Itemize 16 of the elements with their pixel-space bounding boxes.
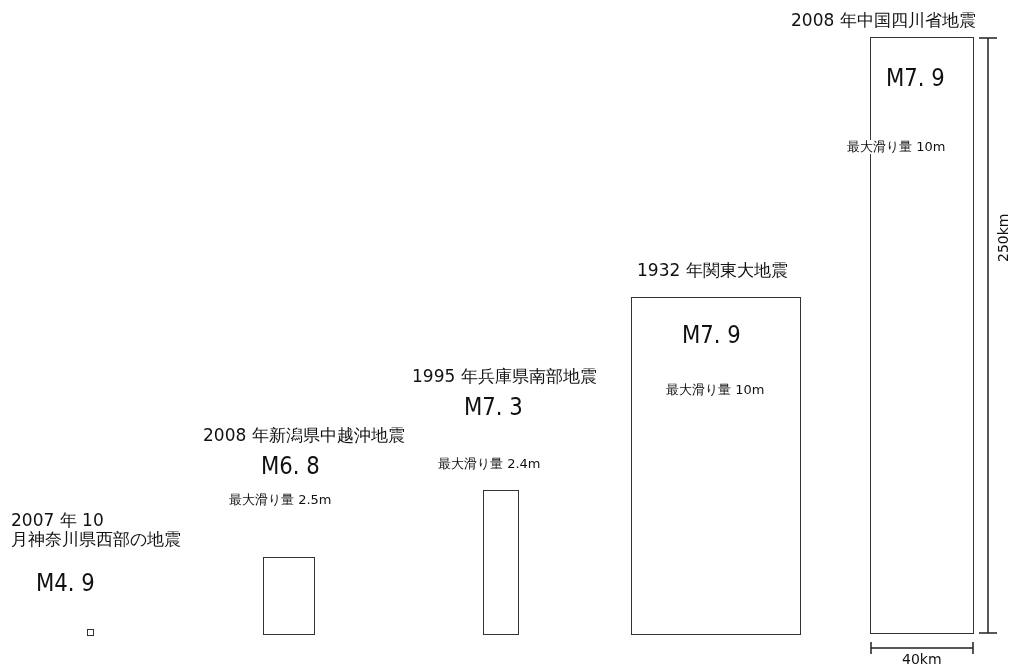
earthquake-name: 1995 年兵庫県南部地震 <box>412 367 597 386</box>
max-slip-text: 最大滑り量 10m <box>847 140 946 155</box>
earthquake-name: 2008 年中国四川省地震 <box>791 11 976 30</box>
magnitude: M4. 9 <box>36 569 95 597</box>
max-slip-text: 最大滑り量 2.5m <box>229 493 332 508</box>
magnitude: M7. 9 <box>886 64 945 92</box>
dimension-label: 40km <box>902 651 942 667</box>
magnitude: M6. 8 <box>261 452 320 480</box>
magnitude: M7. 9 <box>682 321 741 349</box>
earthquake-name: 1932 年関東大地震 <box>637 261 788 280</box>
earthquake-name: 2007 年 10 月神奈川県西部の地震 <box>11 511 182 549</box>
earthquake-name: 2008 年新潟県中越沖地震 <box>203 426 405 445</box>
dimension-label: 250km <box>995 213 1011 262</box>
magnitude: M7. 3 <box>464 393 523 421</box>
max-slip-text: 最大滑り量 10m <box>666 383 765 398</box>
max-slip-text: 最大滑り量 2.4m <box>438 457 541 472</box>
